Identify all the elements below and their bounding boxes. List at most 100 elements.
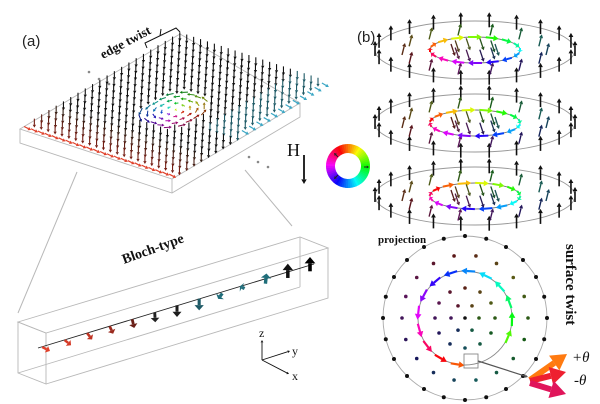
spin-down: [490, 186, 496, 199]
arrow-head: [480, 192, 485, 197]
spin-down: [250, 116, 255, 126]
arrow-shaft: [41, 346, 48, 351]
arrow-head: [514, 14, 519, 19]
skyrmion-spin: [180, 110, 185, 114]
spin-inplane: [434, 200, 444, 207]
skyrmion-spin: [173, 114, 178, 118]
color-wheel-segment: [326, 169, 337, 175]
arrow-shaft: [490, 186, 495, 196]
skyrmion-spin: [179, 117, 186, 121]
spin-up: [372, 41, 378, 56]
arrow-head: [517, 50, 523, 52]
edge-spin-red: [148, 166, 156, 172]
wheel-arrow: [364, 165, 369, 169]
disk-layer: [372, 85, 578, 158]
edge-spin-cyan: [277, 108, 286, 113]
spin-tilted: [538, 107, 544, 120]
arrow-head: [243, 127, 247, 130]
arrow-head: [467, 192, 471, 197]
spin-tilted: [408, 124, 414, 137]
arrow-head: [538, 124, 544, 129]
spin-tilted: [401, 116, 407, 129]
arrow-head: [518, 58, 524, 63]
edge-twist-bracket: [144, 27, 181, 49]
arrow-head: [143, 161, 147, 165]
skyrmion-spin: [158, 117, 164, 120]
arrow-head: [174, 108, 177, 111]
arrow-shaft: [457, 26, 461, 36]
arrow-head: [165, 172, 170, 176]
spin-tilted: [545, 116, 551, 129]
arrow-head: [538, 92, 543, 97]
projection-dot: [422, 244, 426, 249]
spin-up: [538, 19, 543, 35]
projection-dot: [405, 258, 410, 263]
projection-dot: [463, 234, 467, 238]
spin-up: [538, 62, 543, 78]
arrow-shaft: [518, 103, 522, 113]
spin-down: [214, 144, 218, 154]
arrow-head: [493, 35, 499, 42]
bloch-box-top: [16, 236, 330, 334]
edge-spin-red: [44, 132, 52, 138]
spin-down: [101, 141, 106, 151]
axis-y-label: y: [292, 344, 298, 358]
color-wheel-segment: [331, 149, 340, 158]
arrow-head: [461, 267, 468, 275]
arrow-head: [388, 171, 394, 176]
arrow-shaft: [108, 325, 113, 331]
arrow-shaft: [479, 195, 484, 205]
spin-inplane: [516, 118, 523, 124]
spin-down: [243, 120, 247, 130]
spin-inplane: [501, 56, 513, 63]
arrow-head: [144, 165, 149, 169]
arrow-shaft: [434, 114, 440, 118]
spin-inplane: [434, 112, 444, 118]
arrow-shaft: [141, 164, 147, 168]
arrow-shaft: [518, 61, 522, 71]
color-wheel-segment: [327, 171, 337, 177]
color-wheel: [326, 144, 370, 188]
arrow-head: [388, 129, 394, 134]
arrow-head: [451, 58, 457, 65]
edge-spin-red: [99, 150, 108, 156]
projection-spin: [434, 353, 447, 362]
spin-inplane: [457, 132, 471, 139]
arrow-shaft: [465, 122, 470, 132]
arrow-shaft: [490, 40, 495, 50]
edge-spin-cyan: [270, 112, 278, 118]
arrow-shaft: [516, 190, 520, 194]
arrow-shaft: [189, 93, 195, 96]
projection-label: projection: [378, 234, 426, 246]
arrow-head: [512, 113, 518, 120]
spin-down: [146, 95, 150, 105]
arrow-shaft: [432, 188, 438, 192]
spin-tilted: [457, 96, 463, 109]
arrow-head: [409, 51, 414, 56]
projection-dot: [414, 356, 419, 361]
spin-tilted: [428, 131, 434, 144]
edge-spin-cyan: [314, 86, 322, 92]
arrow-head: [182, 86, 186, 90]
spin-inplane: [492, 182, 505, 189]
spin-up: [514, 160, 519, 176]
spin-tilted: [457, 169, 463, 182]
arrow-head: [518, 204, 524, 209]
edge-spin-red: [65, 139, 73, 144]
spin-down: [115, 145, 119, 155]
projection-dot: [414, 275, 419, 280]
plus-theta-label: +θ: [572, 350, 590, 366]
spin-down: [454, 113, 460, 126]
axis-x-label: x: [292, 369, 298, 383]
arrow-head: [490, 169, 495, 174]
arrow-head: [239, 282, 245, 292]
arrow-head: [490, 135, 495, 140]
arrow-shaft: [200, 111, 205, 116]
arrow-head: [538, 107, 544, 112]
spin-inplane: [451, 34, 465, 41]
arrow-head: [388, 202, 394, 207]
spin-up: [376, 178, 382, 194]
bloch-spin: [41, 346, 50, 353]
arrow-shaft: [168, 173, 174, 177]
arrow-head: [172, 311, 182, 317]
